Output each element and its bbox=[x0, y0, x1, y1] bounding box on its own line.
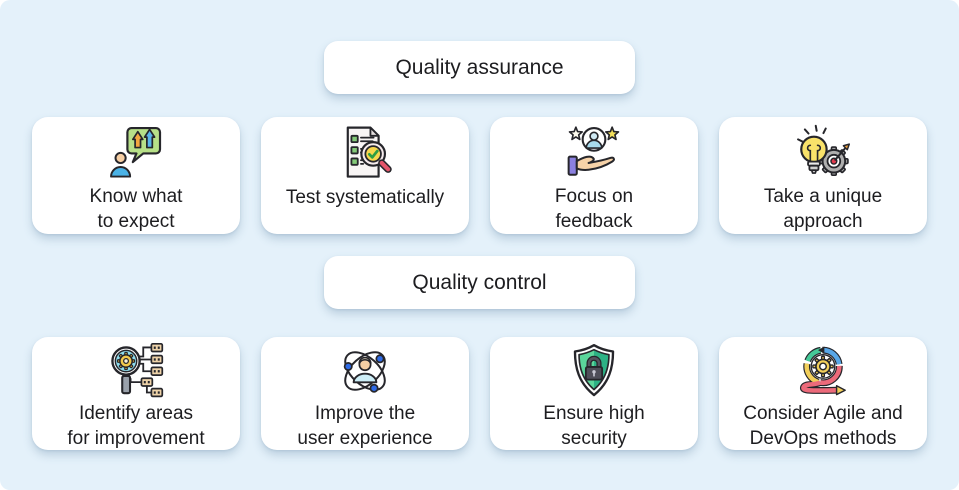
section-header-quality-assurance: Quality assurance bbox=[324, 41, 635, 94]
shield-lock-icon bbox=[573, 343, 615, 397]
card-label: Improve the user experience bbox=[297, 403, 433, 449]
card-ensure-high-security: Ensure high security bbox=[490, 337, 698, 450]
card-label: Identify areas for improvement bbox=[67, 403, 205, 449]
card-consider-agile-and-devops-methods: Consider Agile and DevOps methods bbox=[719, 337, 927, 450]
card-label: Take a unique approach bbox=[763, 186, 883, 232]
magnifier-gear-network-icon bbox=[111, 342, 164, 398]
lightbulb-gear-target-icon bbox=[797, 124, 851, 176]
card-test-systematically: Test systematically bbox=[261, 117, 469, 234]
card-know-what-to-expect: Know what to expect bbox=[32, 117, 240, 234]
card-identify-areas-for-improvement: Identify areas for improvement bbox=[32, 337, 240, 450]
hand-presenting-user-stars-icon bbox=[567, 125, 620, 176]
section-title: Quality assurance bbox=[395, 55, 564, 79]
section-header-quality-control: Quality control bbox=[324, 256, 635, 309]
card-focus-on-feedback: Focus on feedback bbox=[490, 117, 698, 234]
card-improve-the-user-experience: Improve the user experience bbox=[261, 337, 469, 450]
card-label: Consider Agile and DevOps methods bbox=[743, 403, 903, 449]
card-label: Focus on feedback bbox=[554, 186, 634, 232]
section-title: Quality control bbox=[412, 270, 547, 294]
agile-sprint-loop-icon bbox=[800, 346, 846, 396]
card-label: Test systematically bbox=[285, 187, 445, 208]
checklist-magnifier-icon bbox=[346, 126, 392, 178]
card-label: Know what to expect bbox=[89, 186, 183, 232]
card-label: Ensure high security bbox=[543, 403, 645, 449]
person-growth-speech-bubble-icon bbox=[110, 126, 162, 178]
user-atom-orbits-icon bbox=[343, 351, 386, 393]
card-take-a-unique-approach: Take a unique approach bbox=[719, 117, 927, 234]
